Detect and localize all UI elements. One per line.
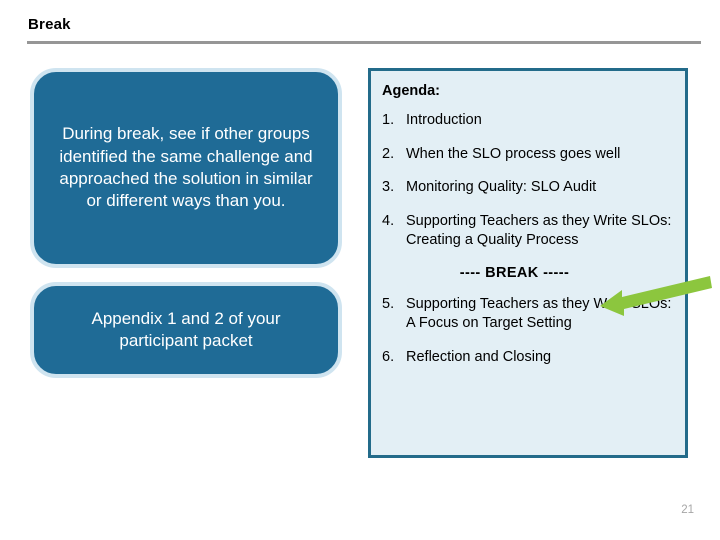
- agenda-item-2: 2. When the SLO process goes well: [380, 145, 675, 165]
- callout-box-break-instructions: During break, see if other groups identi…: [30, 68, 342, 268]
- agenda-item-5: 5. Supporting Teachers as they Write SLO…: [380, 295, 675, 334]
- agenda-list-after-break: 5. Supporting Teachers as they Write SLO…: [380, 295, 675, 368]
- agenda-item-6: 6. Reflection and Closing: [380, 348, 675, 368]
- agenda-heading: Agenda:: [382, 83, 440, 99]
- agenda-item-2-number: 2.: [382, 145, 395, 162]
- title-divider: [27, 41, 701, 44]
- agenda-item-4-label: Supporting Teachers as they Write SLOs: …: [406, 212, 672, 249]
- agenda-item-3: 3. Monitoring Quality: SLO Audit: [380, 178, 675, 198]
- page-title: Break: [28, 16, 71, 33]
- agenda-item-6-label: Reflection and Closing: [406, 348, 552, 365]
- agenda-item-5-number: 5.: [382, 295, 395, 312]
- agenda-item-4: 4. Supporting Teachers as they Write SLO…: [380, 212, 675, 251]
- page-number: 21: [681, 504, 694, 516]
- agenda-item-1: 1. Introduction: [380, 111, 675, 131]
- agenda-item-6-number: 6.: [382, 348, 395, 365]
- callout-box-2-text: Appendix 1 and 2 of your participant pac…: [91, 308, 281, 350]
- agenda-item-2-label: When the SLO process goes well: [406, 145, 621, 162]
- agenda-item-1-number: 1.: [382, 112, 395, 128]
- agenda-item-3-number: 3.: [382, 179, 395, 196]
- agenda-item-1-label: Introduction: [406, 112, 482, 128]
- agenda-item-4-number: 4.: [382, 212, 395, 229]
- callout-box-1-text: During break, see if other groups identi…: [59, 124, 313, 211]
- agenda-list: 1. Introduction 2. When the SLO process …: [380, 111, 675, 251]
- agenda-item-3-label: Monitoring Quality: SLO Audit: [406, 179, 597, 196]
- break-marker: ---- BREAK -----: [459, 264, 570, 281]
- agenda-panel: Agenda: 1. Introduction 2. When the SLO …: [368, 68, 688, 458]
- agenda-item-5-label: Supporting Teachers as they Write SLOs: …: [406, 295, 672, 332]
- callout-box-appendix-reference: Appendix 1 and 2 of your participant pac…: [30, 282, 342, 378]
